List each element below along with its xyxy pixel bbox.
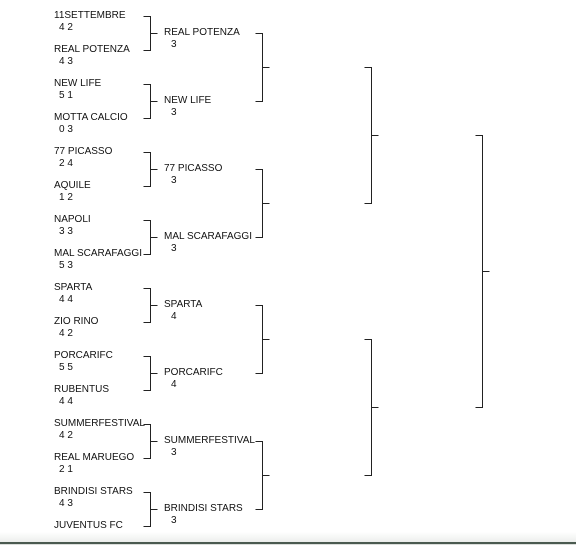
round2-team-6: PORCARIFC [164, 367, 223, 378]
round1-connector-1 [143, 16, 158, 51]
round1-score-1: 4 2 [59, 22, 73, 33]
window-bottom-border [0, 542, 576, 544]
round1-score-9: 4 4 [59, 294, 73, 305]
round2-team-5: SPARTA [164, 299, 203, 310]
round2-team-3: 77 PICASSO [164, 163, 223, 174]
round1-score-11: 5 5 [59, 362, 73, 373]
round1-team-16: JUVENTUS FC [54, 520, 123, 531]
round1-team-7: NAPOLI [54, 214, 91, 225]
round1-team-8: MAL SCARAFAGGI [54, 248, 142, 259]
round2-team-8: BRINDISI STARS [164, 503, 243, 514]
round2-score-3: 3 [171, 175, 177, 186]
round2-score-7: 3 [171, 447, 177, 458]
round1-score-7: 3 3 [59, 226, 73, 237]
round1-team-12: RUBENTUS [54, 384, 110, 395]
round1-connector-2 [143, 84, 158, 119]
round1-connector-5 [143, 288, 158, 323]
round1-team-3: NEW LIFE [54, 78, 102, 89]
round1-team-6: AQUILE [54, 180, 91, 191]
round2-score-5: 4 [171, 311, 177, 322]
round2-connector-2 [255, 169, 270, 238]
round2-connector-3 [255, 305, 270, 374]
round2-score-4: 3 [171, 243, 177, 254]
round1-connector-8 [143, 492, 158, 527]
round1-score-3: 5 1 [59, 90, 73, 101]
round1-connector-6 [143, 356, 158, 391]
round1-score-14: 2 1 [59, 464, 73, 475]
round1-team-4: MOTTA CALCIO [54, 112, 128, 123]
round2-connector-4 [255, 441, 270, 510]
round3-connector-2 [364, 339, 379, 476]
round1-connector-4 [143, 220, 158, 255]
round1-score-15: 4 3 [59, 498, 73, 509]
round1-team-13: SUMMERFESTIVAL [54, 418, 145, 429]
round2-score-2: 3 [171, 107, 177, 118]
round2-score-6: 4 [171, 379, 177, 390]
round1-score-2: 4 3 [59, 56, 73, 67]
round2-team-7: SUMMERFESTIVAL [164, 435, 255, 446]
round1-team-9: SPARTA [54, 282, 93, 293]
round1-connector-7 [143, 424, 158, 459]
round1-score-5: 2 4 [59, 158, 73, 169]
round2-team-2: NEW LIFE [164, 95, 212, 106]
round2-team-1: REAL POTENZA [164, 27, 240, 38]
round1-team-2: REAL POTENZA [54, 44, 130, 55]
round3-connector-1 [364, 67, 379, 204]
round1-score-13: 4 2 [59, 430, 73, 441]
round2-score-1: 3 [171, 39, 177, 50]
round1-connector-3 [143, 152, 158, 187]
round1-score-6: 1 2 [59, 192, 73, 203]
round2-score-8: 3 [171, 515, 177, 526]
final-connector [475, 135, 490, 408]
round1-team-5: 77 PICASSO [54, 146, 113, 157]
round1-score-8: 5 3 [59, 260, 73, 271]
window-bottom-shade [0, 532, 576, 545]
round2-team-4: MAL SCARAFAGGI [164, 231, 252, 242]
round1-team-10: ZIO RINO [54, 316, 99, 327]
round1-score-10: 4 2 [59, 328, 73, 339]
round1-team-14: REAL MARUEGO [54, 452, 135, 463]
round1-team-1: 11SETTEMBRE [54, 10, 126, 21]
round1-score-12: 4 4 [59, 396, 73, 407]
round1-score-4: 0 3 [59, 124, 73, 135]
round1-team-15: BRINDISI STARS [54, 486, 133, 497]
round1-team-11: PORCARIFC [54, 350, 113, 361]
round2-connector-1 [255, 33, 270, 102]
